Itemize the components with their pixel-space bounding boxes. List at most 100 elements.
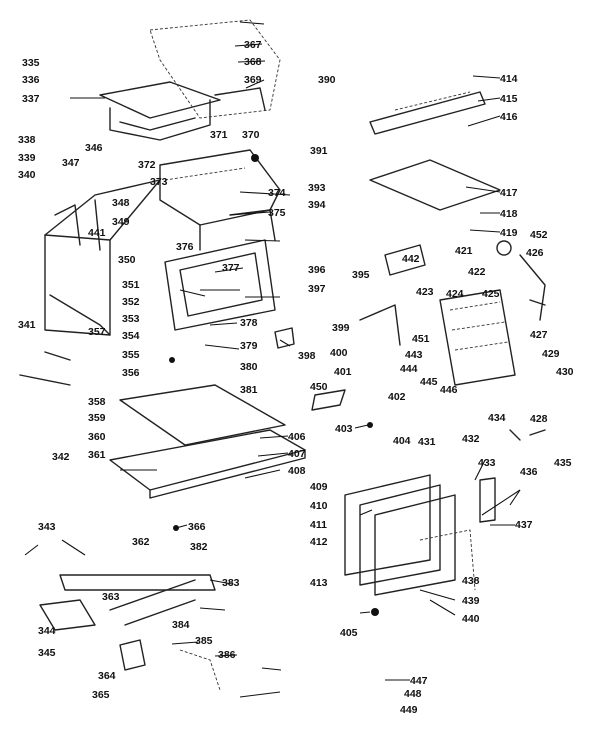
- callout-label: 343: [38, 521, 56, 533]
- callout-label: 350: [118, 254, 136, 266]
- callout-label: 412: [310, 536, 328, 548]
- callout-label: 450: [310, 381, 328, 393]
- top-left-bracket-part: [99, 81, 221, 141]
- callout-label: 403: [335, 423, 353, 435]
- callout-label: 407: [288, 448, 306, 460]
- callout-label: 366: [188, 521, 206, 533]
- bottom-rail-part: [39, 574, 221, 691]
- callout-label: 447: [410, 675, 428, 687]
- callout-label: 393: [308, 182, 326, 194]
- callout-label: 402: [388, 391, 406, 403]
- callout-label: 434: [488, 412, 506, 424]
- callout-label: 411: [310, 519, 327, 531]
- callout-label: 384: [172, 619, 190, 631]
- callout-label: 414: [500, 73, 518, 85]
- callout-label: 365: [92, 689, 110, 701]
- callout-label: 346: [85, 142, 103, 154]
- callout-label: 348: [112, 197, 130, 209]
- callout-label: 409: [310, 481, 328, 493]
- top-cover-part: [149, 19, 281, 119]
- front-door-panel-part: [164, 209, 276, 331]
- callout-label: 441: [88, 227, 106, 239]
- callout-label: 451: [412, 333, 430, 345]
- central-housing-part: [159, 149, 281, 251]
- callout-label: 361: [88, 449, 106, 461]
- callout-label: 432: [462, 433, 480, 445]
- left-chassis-part: [44, 179, 161, 336]
- callout-label: 448: [404, 688, 422, 700]
- callout-label: 376: [176, 241, 194, 253]
- callout-label: 421: [455, 245, 473, 257]
- callout-label: 410: [310, 500, 328, 512]
- callout-label: 418: [500, 208, 518, 220]
- callout-label: 379: [240, 340, 258, 352]
- callout-label: 397: [308, 283, 326, 295]
- callout-label: 449: [400, 704, 418, 716]
- callout-label: 413: [310, 577, 328, 589]
- callout-label: 408: [288, 465, 306, 477]
- callout-label: 419: [500, 227, 518, 239]
- callout-label: 336: [22, 74, 40, 86]
- callout-label: 399: [332, 322, 350, 334]
- callout-label: 349: [112, 216, 130, 228]
- callout-label: 353: [122, 313, 140, 325]
- callout-label: 374: [268, 187, 286, 199]
- callout-label: 371: [210, 129, 228, 141]
- callout-label: 347: [62, 157, 80, 169]
- leader-lines: [24, 21, 521, 698]
- callout-label: 356: [122, 367, 140, 379]
- callout-label: 428: [530, 413, 548, 425]
- callout-label: 405: [340, 627, 358, 639]
- callout-label: 433: [478, 457, 496, 469]
- callout-label: 417: [500, 187, 518, 199]
- callout-label: 431: [418, 436, 436, 448]
- callout-label: 362: [132, 536, 150, 548]
- callout-label: 398: [298, 350, 316, 362]
- callout-label: 364: [98, 670, 116, 682]
- callout-label: 360: [88, 431, 106, 443]
- callout-label: 341: [18, 319, 36, 331]
- callout-label: 358: [88, 396, 106, 408]
- callout-label: 375: [268, 207, 286, 219]
- callout-label: 396: [308, 264, 326, 276]
- callout-label: 390: [318, 74, 336, 86]
- lower-tray-part: [19, 351, 306, 499]
- callout-label: 427: [530, 329, 548, 341]
- callout-label: 415: [500, 93, 518, 105]
- callout-label: 354: [122, 330, 140, 342]
- callout-label: 404: [393, 435, 411, 447]
- callout-label: 386: [218, 649, 236, 661]
- callout-label: 426: [526, 247, 544, 259]
- callout-label: 442: [402, 253, 420, 265]
- callout-label: 355: [122, 349, 140, 361]
- callout-label: 369: [244, 74, 262, 86]
- callout-label: 337: [22, 93, 40, 105]
- callout-label: 382: [190, 541, 208, 553]
- callout-label: 340: [18, 169, 36, 181]
- callout-label: 367: [244, 39, 262, 51]
- callout-label: 370: [242, 129, 260, 141]
- callout-label: 380: [240, 361, 258, 373]
- callout-label: 357: [88, 326, 106, 338]
- callout-label: 345: [38, 647, 56, 659]
- callout-label: 436: [520, 466, 538, 478]
- callout-label: 423: [416, 286, 434, 298]
- callout-label: 352: [122, 296, 140, 308]
- callout-label: 437: [515, 519, 533, 531]
- callout-label: 373: [150, 176, 168, 188]
- callout-label: 429: [542, 348, 560, 360]
- callout-label: 425: [482, 288, 500, 300]
- fasteners-part: [169, 154, 546, 616]
- control-board-part: [359, 244, 516, 386]
- callout-label: 339: [18, 152, 36, 164]
- callout-label: 424: [446, 288, 464, 300]
- callout-label: 406: [288, 431, 306, 443]
- callout-label: 435: [554, 457, 572, 469]
- callout-label: 394: [308, 199, 326, 211]
- callout-label: 344: [38, 625, 56, 637]
- callout-label: 401: [334, 366, 352, 378]
- callout-label: 383: [222, 577, 240, 589]
- callout-label: 422: [468, 266, 486, 278]
- callout-label: 377: [222, 262, 240, 274]
